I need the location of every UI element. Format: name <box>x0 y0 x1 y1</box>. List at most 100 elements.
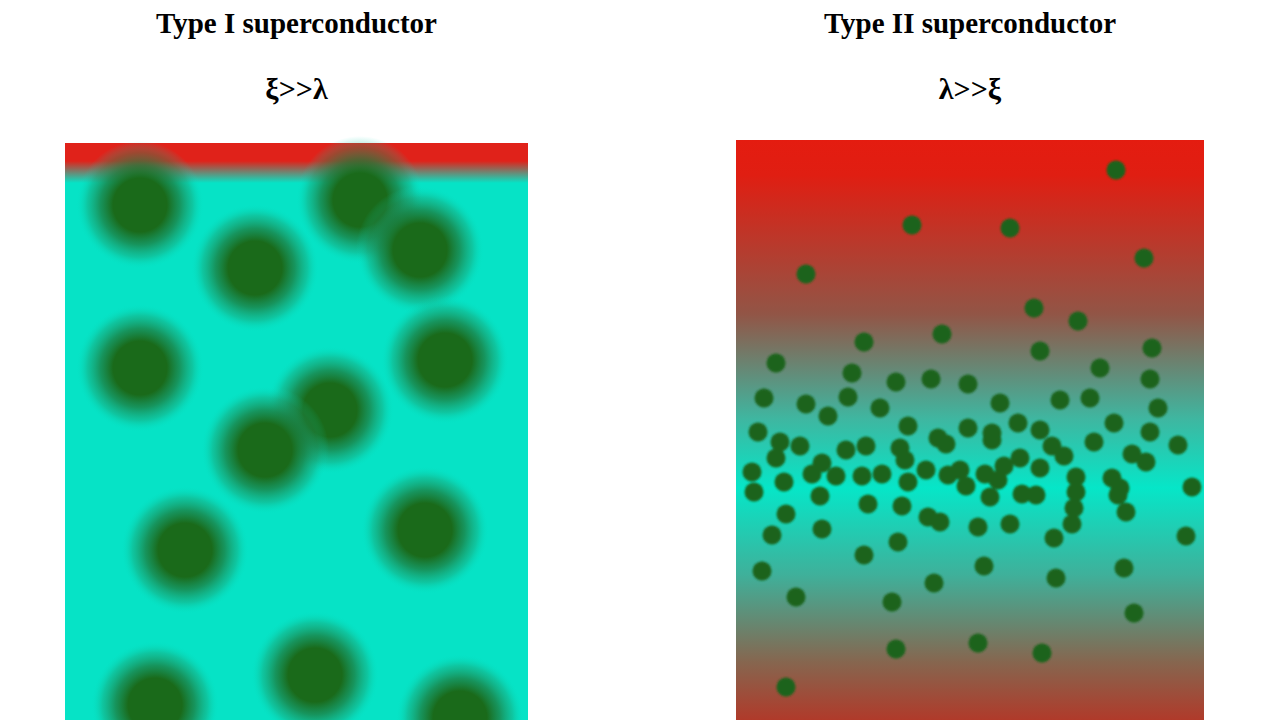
vortex-dot <box>889 533 908 552</box>
vortex-dot <box>1111 479 1130 498</box>
vortex-dot <box>925 574 944 593</box>
vortex-core <box>356 186 484 314</box>
vortex-dot <box>1051 391 1070 410</box>
vortex-dot <box>1011 449 1030 468</box>
vortex-core <box>76 304 204 432</box>
vortex-dot <box>853 467 872 486</box>
vortex-dot <box>922 370 941 389</box>
vortex-dot <box>931 513 950 532</box>
vortex-dot <box>1117 503 1136 522</box>
vortex-dot <box>755 389 774 408</box>
vortex-dot <box>791 437 810 456</box>
vortex-core <box>396 654 524 720</box>
vortex-dot <box>975 557 994 576</box>
vortex-dot <box>937 435 956 454</box>
vortex-dot <box>749 423 768 442</box>
vortex-dot <box>959 375 978 394</box>
vortex-dot <box>1031 342 1050 361</box>
vortex-dot <box>1067 483 1086 502</box>
vortex-dot <box>819 407 838 426</box>
vortex-dot <box>1009 414 1028 433</box>
vortex-dot <box>1047 569 1066 588</box>
vortex-dot <box>811 487 830 506</box>
vortex-dot <box>1001 219 1020 238</box>
vortex-dot <box>1085 433 1104 452</box>
vortex-dot <box>777 505 796 524</box>
vortex-dot <box>1031 459 1050 478</box>
vortex-dot <box>983 431 1002 450</box>
vortex-dot <box>1183 478 1202 497</box>
vortex-dot <box>1115 559 1134 578</box>
vortex-dot <box>797 395 816 414</box>
vortex-dot <box>1025 299 1044 318</box>
vortex-dot <box>1141 423 1160 442</box>
vortex-dot <box>903 216 922 235</box>
vortex-dot <box>1141 370 1160 389</box>
vortex-dot <box>837 441 856 460</box>
vortex-core <box>121 486 249 614</box>
type2-bulk <box>736 140 1204 720</box>
vortex-dot <box>1031 421 1050 440</box>
vortex-dot <box>855 333 874 352</box>
vortex-dot <box>873 465 892 484</box>
vortex-core <box>381 296 509 424</box>
vortex-dot <box>771 433 790 452</box>
vortex-dot <box>1033 644 1052 663</box>
vortex-dot <box>827 467 846 486</box>
vortex-dot <box>855 546 874 565</box>
vortex-dot <box>803 465 822 484</box>
vortex-dot <box>839 388 858 407</box>
type2-vortices <box>743 161 1202 697</box>
vortex-dot <box>887 640 906 659</box>
vortex-core <box>191 204 319 332</box>
vortex-dot <box>1105 414 1124 433</box>
vortex-dot <box>959 419 978 438</box>
length-ratio: ξ>>λ <box>61 71 532 107</box>
vortex-dot <box>1135 249 1154 268</box>
vortex-dot <box>813 520 832 539</box>
vortex-dot <box>1013 485 1032 504</box>
vortex-dot <box>1177 527 1196 546</box>
vortex-dot <box>1069 312 1088 331</box>
vortex-dot <box>1107 161 1126 180</box>
vortex-core <box>201 386 329 514</box>
vortex-dot <box>899 473 918 492</box>
vortex-dot <box>1143 339 1162 358</box>
vortex-core <box>251 611 379 720</box>
vortex-dot <box>969 518 988 537</box>
vortex-dot <box>957 477 976 496</box>
panel-title: Type II superconductor <box>732 6 1208 41</box>
vortex-dot <box>991 394 1010 413</box>
vortex-core <box>76 141 204 269</box>
vortex-dot <box>883 593 902 612</box>
vortex-dot <box>871 399 890 418</box>
vortex-core <box>361 466 489 594</box>
vortex-dot <box>939 466 958 485</box>
type1-vortices <box>76 136 524 720</box>
vortex-dot <box>745 483 764 502</box>
vortex-dot <box>787 588 806 607</box>
vortex-dot <box>1125 604 1144 623</box>
vortex-dot <box>1055 447 1074 466</box>
vortex-dot <box>1169 436 1188 455</box>
vortex-dot <box>767 449 786 468</box>
vortex-core <box>91 641 219 720</box>
vortex-dot <box>896 451 915 470</box>
vortex-dot <box>767 354 786 373</box>
vortex-dot <box>989 471 1008 490</box>
vortex-dot <box>859 495 878 514</box>
vortex-dot <box>857 437 876 456</box>
length-ratio: λ>>ξ <box>732 71 1208 107</box>
vortex-dot <box>797 265 816 284</box>
panel-title: Type I superconductor <box>61 6 532 41</box>
vortex-dot <box>777 678 796 697</box>
vortex-dot <box>1137 453 1156 472</box>
vortex-dot <box>843 364 862 383</box>
vortex-dot <box>763 526 782 545</box>
vortex-dot <box>1045 529 1064 548</box>
panel-heading: Type II superconductor λ>>ξ <box>732 6 1208 107</box>
vortex-dot <box>1149 399 1168 418</box>
